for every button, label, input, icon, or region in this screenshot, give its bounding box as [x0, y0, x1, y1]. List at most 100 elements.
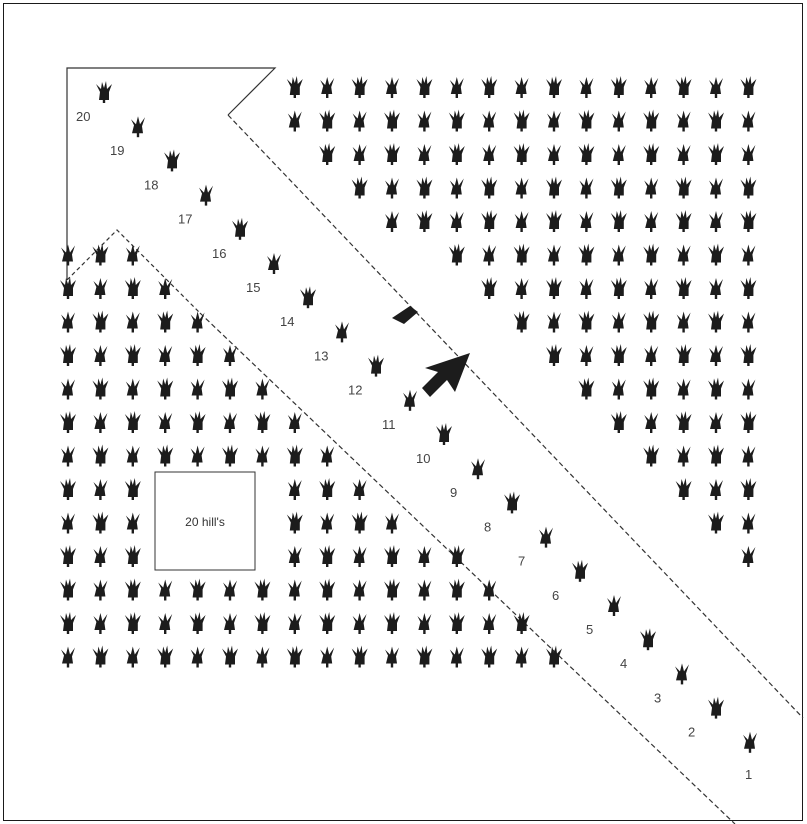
corn-plant-icon [93, 613, 107, 634]
corn-plant-icon [60, 545, 76, 567]
corn-plant-icon [288, 111, 302, 132]
corn-plant-icon [93, 479, 107, 500]
corn-plant-icon [514, 311, 530, 333]
corn-plant-icon [255, 446, 269, 467]
corn-plant-icon [255, 379, 269, 400]
corn-plant-icon [254, 579, 270, 601]
sample-number: 19 [110, 143, 124, 158]
corn-plant-icon [125, 545, 141, 567]
corn-plant-icon [677, 312, 691, 333]
corn-plant-icon [385, 647, 399, 668]
corn-plant-icon [288, 479, 302, 500]
corn-plant-icon [482, 580, 496, 601]
sample-number: 20 [76, 109, 90, 124]
corn-plant-icon [353, 111, 367, 132]
corn-plant-icon [320, 647, 334, 668]
corn-plant-icon [677, 144, 691, 165]
sample-number: 1 [745, 767, 752, 782]
corn-plant-icon [709, 211, 723, 232]
sample-plant-icon [199, 185, 213, 206]
corn-plant-icon [546, 177, 562, 199]
corn-plant-icon [708, 445, 724, 467]
sample-plant-icon [164, 149, 180, 171]
corn-plant-icon [416, 76, 432, 98]
corn-plant-icon [482, 613, 496, 634]
sample-plant-icon [708, 697, 724, 719]
corn-plant-icon [644, 412, 658, 433]
corn-plant-icon [676, 478, 692, 500]
corn-plant-icon [60, 411, 76, 433]
corn-plant-icon [352, 512, 368, 534]
corn-plant-icon [708, 244, 724, 266]
corn-plant-icon [644, 178, 658, 199]
sample-number: 15 [246, 280, 260, 295]
corn-plant-icon [416, 646, 432, 668]
corn-plant-icon [61, 379, 75, 400]
sample-number: 13 [314, 348, 328, 363]
corn-plant-icon [450, 211, 464, 232]
corn-plant-icon [288, 580, 302, 601]
corn-plant-icon [92, 378, 108, 400]
corn-plant-icon [61, 245, 75, 266]
corn-plant-icon [416, 210, 432, 232]
corn-plant-icon [482, 111, 496, 132]
corn-plant-icon [449, 110, 465, 132]
corn-plant-icon [515, 278, 529, 299]
corn-plant-icon [319, 143, 335, 165]
corn-plant-icon [741, 312, 755, 333]
corn-plant-icon [578, 110, 594, 132]
corn-plant-icon [611, 210, 627, 232]
corn-plant-icon [287, 445, 303, 467]
corn-plant-icon [157, 378, 173, 400]
diagonal-arrow-outline [67, 68, 803, 824]
sample-number: 11 [382, 417, 396, 432]
corn-plant-icon [643, 244, 659, 266]
corn-plant-icon [546, 76, 562, 98]
corn-plant-icon [384, 612, 400, 634]
corn-plant-icon [449, 143, 465, 165]
corn-plant-icon [126, 379, 140, 400]
sample-plant-icon [607, 595, 621, 616]
corn-plant-icon [579, 211, 593, 232]
corn-plant-icon [126, 446, 140, 467]
corn-plant-icon [481, 646, 497, 668]
sample-plant-icon [504, 491, 520, 513]
sample-plant-icon [335, 321, 349, 342]
corn-plant-icon [676, 177, 692, 199]
sample-number: 8 [484, 519, 491, 534]
corn-plant-icon [643, 143, 659, 165]
corn-plant-icon [320, 513, 334, 534]
corn-plant-icon [223, 345, 237, 366]
corn-plant-icon [579, 345, 593, 366]
corn-plant-icon [708, 378, 724, 400]
corn-plant-icon [385, 178, 399, 199]
corn-plant-icon [611, 76, 627, 98]
corn-plant-icon [449, 244, 465, 266]
corn-plant-icon [385, 211, 399, 232]
corn-plant-icon [254, 411, 270, 433]
corn-plant-icon [417, 111, 431, 132]
corn-plant-icon [352, 76, 368, 98]
sample-plant-icon [403, 390, 417, 411]
corn-plant-icon [417, 580, 431, 601]
corn-plant-icon [125, 277, 141, 299]
corn-plant-icon [60, 344, 76, 366]
corn-plant-icon [643, 110, 659, 132]
corn-plant-icon [677, 379, 691, 400]
corn-plant-icon [515, 77, 529, 98]
corn-plant-icon [709, 412, 723, 433]
corn-plant-icon [481, 76, 497, 98]
corn-plant-icon [547, 144, 561, 165]
corn-plant-icon [611, 177, 627, 199]
corn-plant-icon [417, 546, 431, 567]
corn-plant-icon [158, 580, 172, 601]
corn-plant-icon [644, 211, 658, 232]
corn-plant-icon [740, 177, 756, 199]
sample-number: 2 [688, 725, 695, 740]
corn-plant-icon [449, 579, 465, 601]
corn-plant-icon [546, 210, 562, 232]
corn-plant-icon [708, 143, 724, 165]
small-leaf-icon [392, 306, 418, 324]
sample-number: 16 [212, 246, 226, 261]
corn-plant-icon [125, 612, 141, 634]
